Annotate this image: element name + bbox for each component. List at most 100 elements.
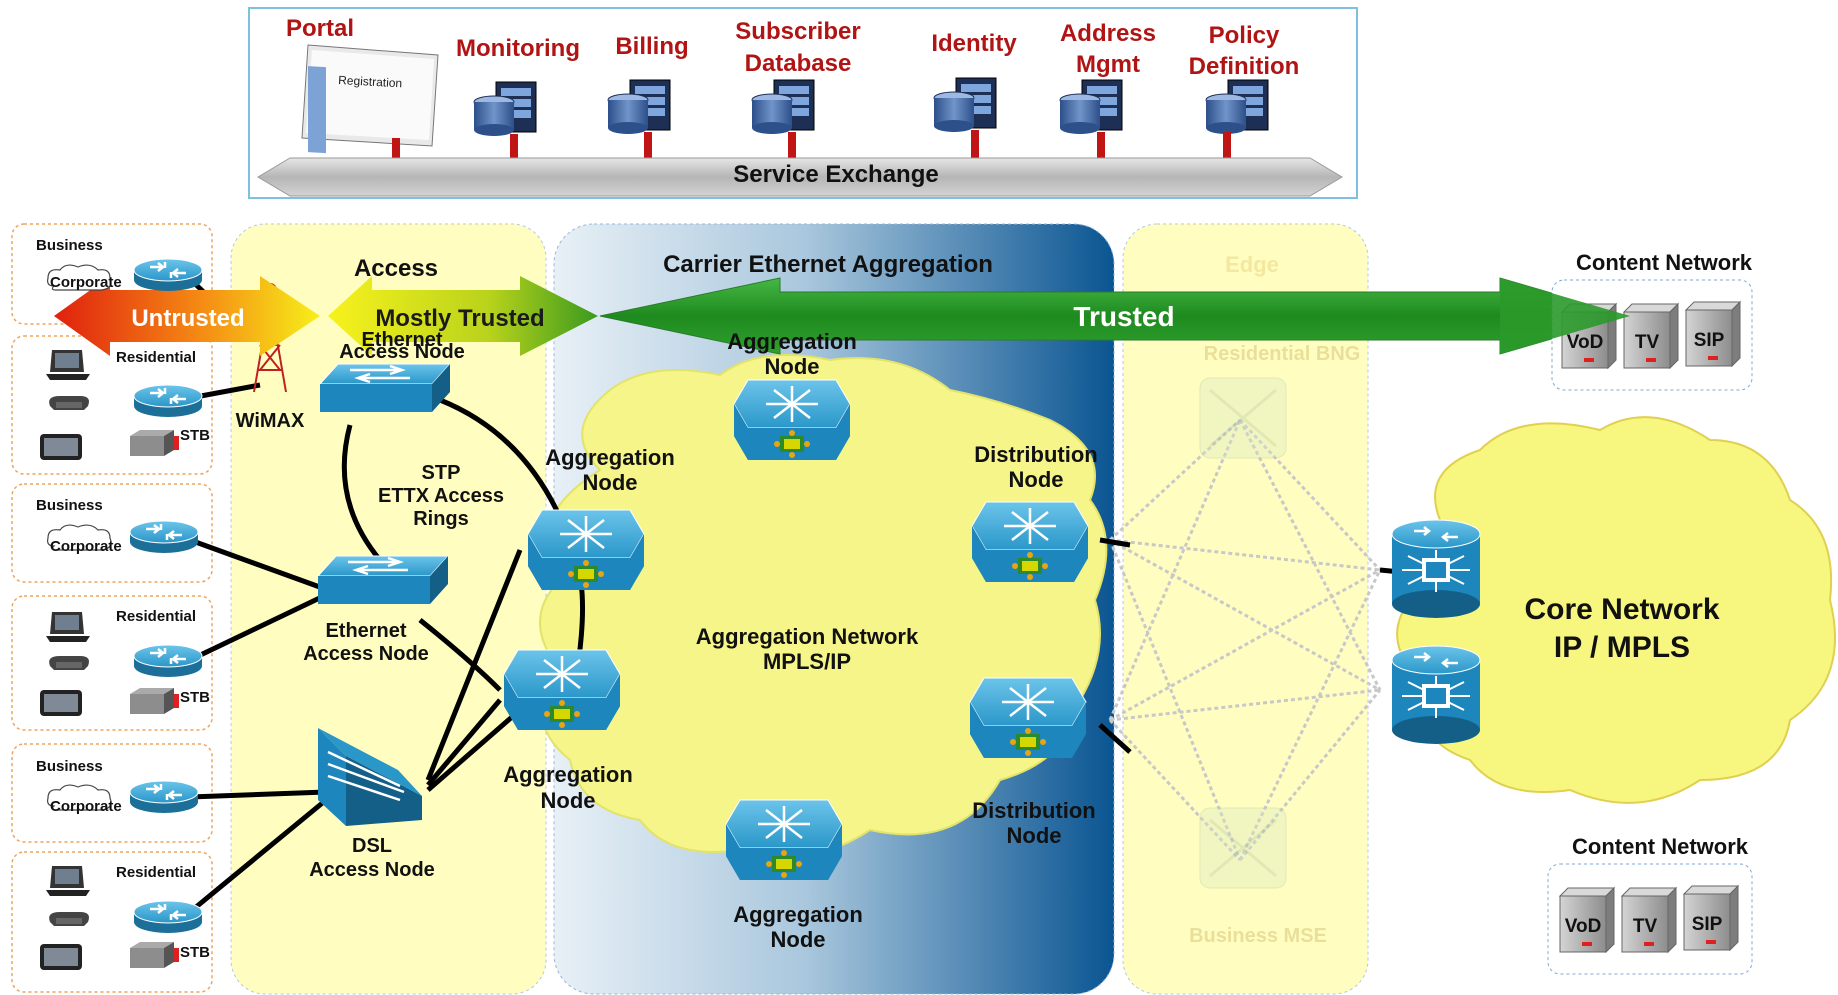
edge-zone	[1122, 223, 1369, 995]
billing-label: Billing	[615, 33, 688, 60]
aggregation-node-top-label-2: Node	[765, 354, 820, 379]
residential-router-icon	[132, 899, 204, 935]
aggregation-zone-title: Carrier Ethernet Aggregation	[663, 251, 993, 278]
vod-label: VoD	[1565, 916, 1602, 937]
residential-router-icon	[132, 383, 204, 419]
untrusted-label: Untrusted	[131, 305, 244, 332]
stp-label-3: Rings	[413, 508, 469, 530]
service-exchange-arrow	[257, 157, 1343, 197]
ethernet-access-node-top-icon	[318, 362, 452, 414]
vod-label: VoD	[1567, 332, 1604, 353]
edge-zone-title: Edge	[1225, 252, 1279, 277]
phone-icon	[49, 396, 89, 410]
content-network-top-title: Content Network	[1576, 250, 1753, 275]
portal-screen-title: Registration	[338, 73, 403, 90]
portal-screen-icon: Registration	[301, 44, 439, 154]
ethernet-top-label-2: Access Node	[339, 341, 465, 363]
aggregation-node-bottom-label-1: Aggregation	[733, 902, 863, 927]
aggregation-node-left-label-2: Node	[583, 470, 638, 495]
aggregation-node-bottom-icon	[724, 798, 844, 882]
business-router-icon	[128, 779, 200, 815]
mostly-trusted-label: Mostly Trusted	[375, 305, 544, 332]
address-mgmt-label-2: Mgmt	[1076, 51, 1140, 78]
distribution-node-top-label-2: Node	[1009, 467, 1064, 492]
distribution-node-bottom-label-1: Distribution	[972, 798, 1095, 823]
aggregation-node-lower-icon	[502, 648, 622, 732]
identity-label: Identity	[931, 30, 1017, 57]
dsl-label-2: Access Node	[309, 859, 435, 881]
mostly-trusted-arrow	[328, 276, 598, 356]
core-network-label-1: Core Network	[1524, 593, 1719, 626]
untrusted-arrow	[54, 276, 320, 356]
policy-definition-label-2: Definition	[1189, 53, 1300, 80]
stb-label: STB	[180, 689, 210, 706]
stb-label: STB	[180, 944, 210, 961]
ethernet-access-label-1: Ethernet	[325, 620, 406, 642]
sip-label: SIP	[1692, 914, 1723, 935]
aggregation-node-left-icon	[526, 508, 646, 592]
business-label: Business	[36, 758, 103, 775]
address-mgmt-label-1: Address	[1060, 20, 1156, 47]
residential-label: Residential	[116, 864, 196, 881]
tv-icon	[40, 434, 82, 460]
aggregation-network-label-2: MPLS/IP	[763, 649, 851, 674]
business-mse-label: Business MSE	[1189, 925, 1327, 947]
distribution-node-bottom-icon	[968, 676, 1088, 760]
ethernet-access-label-2: Access Node	[303, 643, 429, 665]
core-router-bottom-icon	[1390, 644, 1482, 746]
stb-label: STB	[180, 427, 210, 444]
portal-label: Portal	[286, 15, 354, 42]
tv-icon	[40, 690, 82, 716]
residential-bng-label: Residential BNG	[1204, 343, 1361, 365]
access-zone	[230, 223, 547, 995]
aggregation-network-label-1: Aggregation Network	[696, 624, 919, 649]
dsl-access-node-icon	[318, 728, 422, 826]
tv-label: TV	[1633, 916, 1658, 937]
subscriber-database-label-1: Subscriber	[735, 18, 860, 45]
aggregation-node-lower-label-2: Node	[541, 788, 596, 813]
core-router-top-icon	[1390, 518, 1482, 620]
wimax-label: WiMAX	[236, 410, 305, 432]
business-router-icon	[132, 257, 204, 293]
business-label: Business	[36, 497, 103, 514]
policy-definition-label-1: Policy	[1209, 22, 1280, 49]
residential-bng-icon	[1199, 377, 1287, 459]
aggregation-node-lower-label-1: Aggregation	[503, 762, 633, 787]
service-connectors	[392, 130, 1231, 162]
phone-icon	[49, 656, 89, 670]
business-label: Business	[36, 237, 103, 254]
monitoring-label: Monitoring	[456, 35, 580, 62]
edge-dotted-links	[1108, 418, 1382, 862]
corporate-label: Corporate	[50, 538, 122, 555]
trusted-label: Trusted	[1073, 301, 1174, 332]
aggregation-node-top-icon	[732, 378, 852, 462]
service-exchange-label: Service Exchange	[733, 161, 938, 188]
tv-label: TV	[1635, 332, 1660, 353]
aggregation-node-top-label-1: Aggregation	[727, 329, 857, 354]
trusted-arrow-head	[1500, 278, 1630, 354]
tv-icon	[40, 944, 82, 970]
residential-label: Residential	[116, 608, 196, 625]
distribution-node-bottom-label-2: Node	[1007, 823, 1062, 848]
aggregation-node-left-label-1: Aggregation	[545, 445, 675, 470]
phone-icon	[49, 912, 89, 926]
distribution-node-top-icon	[970, 500, 1090, 584]
subscriber-database-label-2: Database	[745, 50, 852, 77]
sip-label: SIP	[1694, 330, 1725, 351]
distribution-node-top-label-1: Distribution	[974, 442, 1097, 467]
corporate-label: Corporate	[50, 798, 122, 815]
content-network-bottom-title: Content Network	[1572, 834, 1749, 859]
stp-label-1: STP	[422, 462, 461, 484]
corporate-label: Corporate	[50, 274, 122, 291]
stp-label-2: ETTX Access	[378, 485, 504, 507]
dsl-label-1: DSL	[352, 835, 392, 857]
aggregation-node-bottom-label-2: Node	[771, 927, 826, 952]
core-network-label-2: IP / MPLS	[1554, 631, 1690, 664]
residential-router-icon	[132, 643, 204, 679]
ethernet-top-label-1: Ethernet	[361, 329, 442, 351]
ethernet-access-node-icon	[316, 554, 450, 606]
access-zone-title: Access	[354, 255, 438, 282]
residential-label: Residential	[116, 349, 196, 366]
business-router-icon	[128, 519, 200, 555]
